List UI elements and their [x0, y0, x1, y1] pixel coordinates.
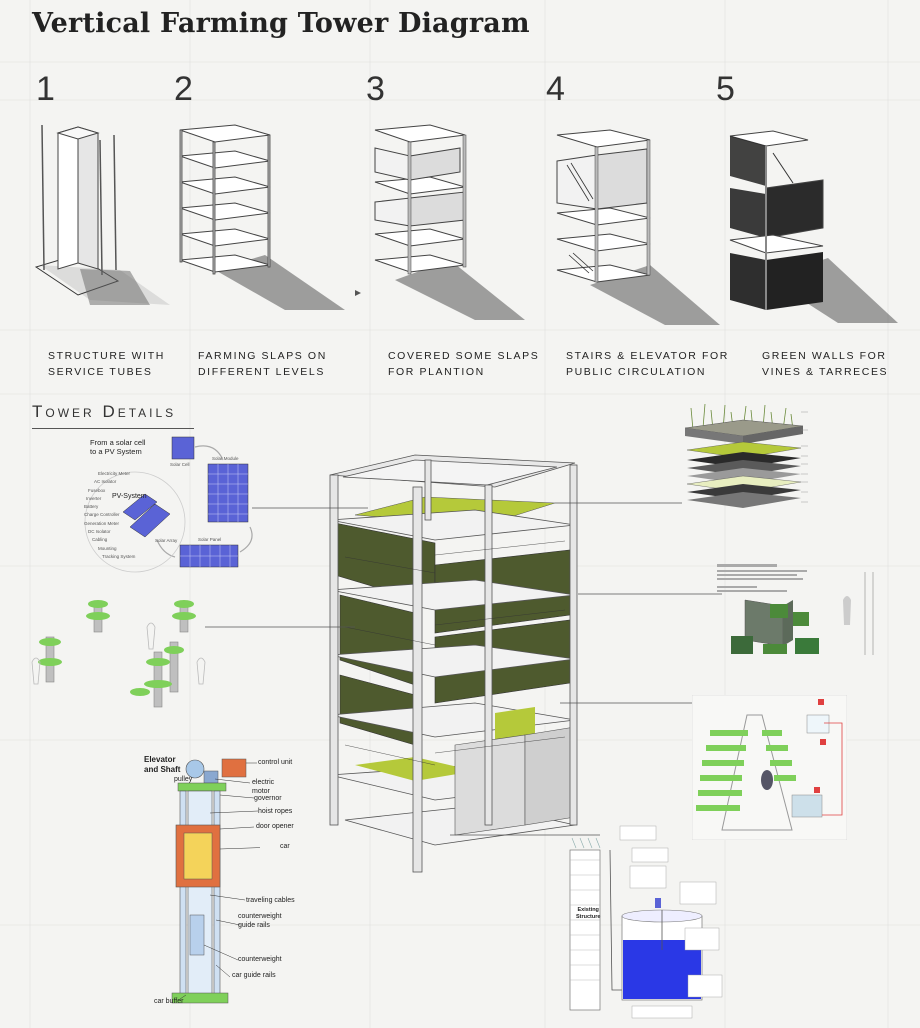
green-roof-layers — [684, 403, 808, 508]
step-5-caption: Green walls forvines & tarreces — [762, 350, 889, 378]
pv-system-label: PV-System — [112, 493, 147, 500]
step-5-illustration — [729, 130, 898, 323]
elevator-heading: Elevator and Shaft — [144, 755, 181, 774]
water-collection-illustration — [569, 825, 723, 1019]
elevator-diagram — [171, 758, 260, 1004]
step-number-4: 4 — [546, 70, 565, 108]
governor-label: governor — [254, 795, 282, 802]
step-2-illustration — [179, 124, 345, 310]
step-4-caption: Stairs & elevator forpublic circulation — [566, 350, 729, 378]
car-buffer-label: car buffer — [154, 998, 184, 1005]
hoist-ropes-label: hoist ropes — [258, 808, 293, 815]
hydroponic-system-illustration — [692, 695, 847, 840]
section-title: Tower Details — [32, 402, 177, 421]
control-unit-label: control unit — [258, 759, 293, 766]
solar-components-list: Electricity Meter AC Isolator Fusebox In… — [84, 471, 136, 559]
step-number-2: 2 — [174, 70, 193, 108]
step-3-illustration — [355, 124, 525, 320]
control-unit-icon — [221, 758, 247, 778]
solar-array-label: Solar Array — [155, 538, 178, 543]
solar-cell-icon — [171, 436, 195, 460]
solar-array-icon — [122, 493, 171, 538]
step-2-caption: Farming slaps ondifferent levels — [198, 350, 327, 378]
step-number-1: 1 — [36, 70, 55, 108]
solar-heading: From a solar cell to a PV System — [90, 438, 146, 456]
step-number-3: 3 — [366, 70, 385, 108]
traveling-cables-label: traveling cables — [246, 897, 295, 904]
solar-panel-icon — [179, 544, 239, 568]
solar-cell-label: Solar Cell — [170, 462, 190, 467]
solar-module-label: Solar Module — [212, 456, 239, 461]
counterweight-guide-rails-label: counterweight guide rails — [238, 913, 282, 929]
step-3-caption: Covered some slapsfor plantion — [388, 350, 540, 378]
step-4-illustration — [556, 129, 720, 325]
section-underline — [32, 428, 194, 429]
solar-module-icon — [207, 463, 249, 523]
electric-motor-label: electric motor — [252, 779, 275, 795]
hydroponic-towers-illustration — [31, 600, 206, 708]
page-title: Vertical Farming Tower Diagram — [32, 8, 530, 39]
counterweight-icon — [189, 914, 205, 956]
step-1-illustration — [34, 124, 170, 305]
step-number-5: 5 — [716, 70, 735, 108]
pulley-icon — [185, 759, 205, 779]
door-opener-label: door opener — [256, 823, 294, 830]
solar-panel-label: Solar Panel — [198, 537, 222, 542]
counterweight-label: counterweight — [238, 956, 282, 963]
green-facade-illustration — [717, 564, 874, 655]
existing-structure-label: Existing Structure — [576, 907, 601, 920]
car-label: car — [280, 843, 290, 850]
main-tower-illustration — [329, 454, 578, 873]
step-1-caption: structure withservice tubes — [48, 350, 165, 378]
solar-diagram — [84, 436, 253, 573]
pulley-label: pulley — [174, 776, 193, 783]
car-guide-rails-label: car guide rails — [232, 972, 276, 979]
